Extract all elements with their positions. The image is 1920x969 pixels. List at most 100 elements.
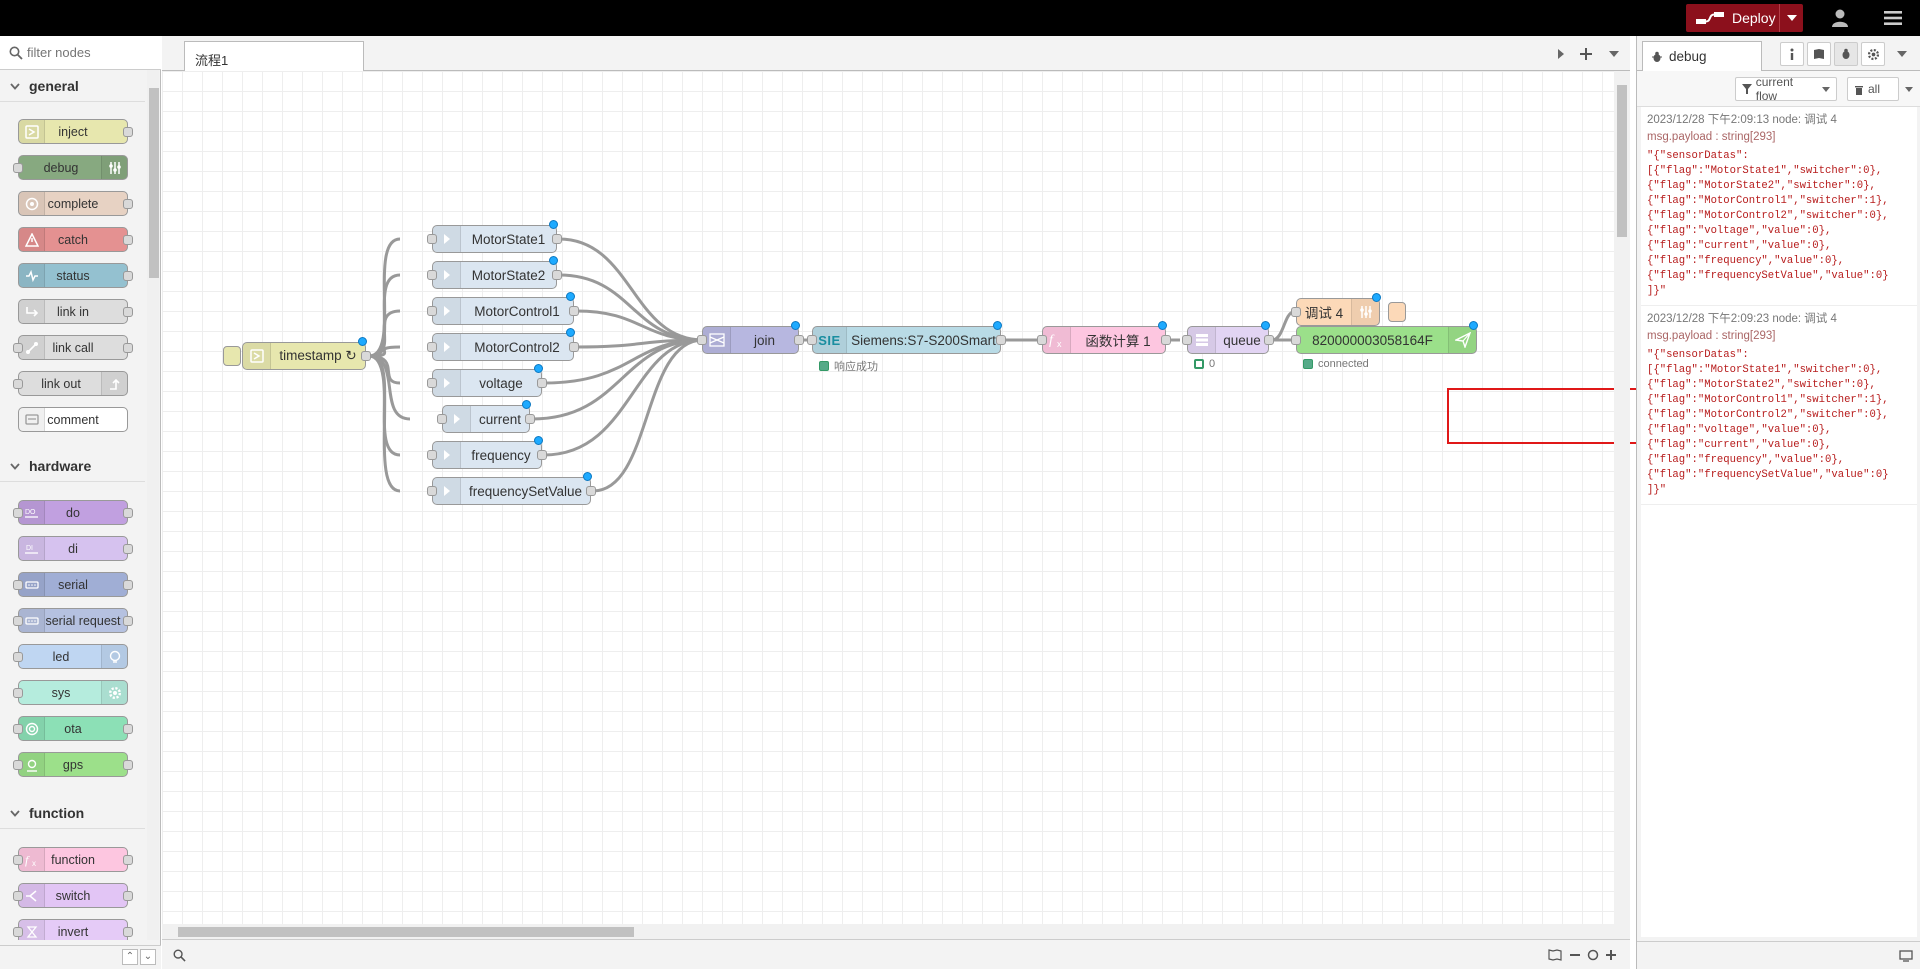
palette-node-link-call[interactable]: link call	[13, 335, 133, 360]
add-flow-icon[interactable]	[1576, 44, 1596, 64]
palette-node-led[interactable]: led	[13, 644, 128, 669]
node-frequency[interactable]: frequency	[427, 436, 547, 469]
zoom-in-icon[interactable]	[1602, 946, 1620, 964]
node-motorstate1[interactable]: MotorState1	[427, 220, 562, 253]
input-port[interactable]	[1182, 335, 1192, 345]
debug-message[interactable]: 2023/12/28 下午2:09:23 node: 调试 4 msg.payl…	[1641, 306, 1917, 505]
node-motorcontrol1[interactable]: MotorControl1	[427, 292, 579, 325]
user-icon[interactable]	[1830, 8, 1850, 28]
navigator-map-icon[interactable]	[1546, 946, 1564, 964]
input-port[interactable]	[427, 234, 437, 244]
input-port[interactable]	[1291, 307, 1301, 317]
canvas-vertical-scrollbar-thumb[interactable]	[1617, 85, 1627, 237]
node-frequencysetvalue[interactable]: frequencySetValue	[427, 472, 596, 505]
input-port[interactable]	[807, 335, 817, 345]
collapse-all-icon[interactable]: ⌃	[122, 949, 138, 965]
palette-node-debug[interactable]: debug	[13, 155, 128, 180]
monitor-icon[interactable]	[1899, 950, 1913, 962]
book-icon[interactable]	[1807, 42, 1831, 66]
palette-node-gps[interactable]: gps	[13, 752, 133, 777]
deploy-options-button[interactable]	[1779, 4, 1803, 32]
output-port[interactable]	[996, 335, 1006, 345]
output-port[interactable]	[569, 342, 579, 352]
palette-node-sys[interactable]: sys	[13, 680, 128, 705]
palette-node-link-out[interactable]: link out	[13, 371, 128, 396]
info-icon[interactable]	[1780, 42, 1804, 66]
message-payload[interactable]: "{"sensorDatas": [{"flag":"MotorState1",…	[1647, 349, 1889, 496]
output-port[interactable]	[1161, 335, 1171, 345]
canvas-vertical-scrollbar[interactable]	[1614, 71, 1630, 939]
palette-node-catch[interactable]: catch	[18, 227, 133, 252]
node-timestamp[interactable]: timestamp ↻	[242, 337, 371, 370]
node-join[interactable]: join	[697, 321, 804, 354]
debug-message[interactable]: 2023/12/28 下午2:09:13 node: 调试 4 msg.payl…	[1641, 107, 1917, 306]
canvas-horizontal-scrollbar[interactable]	[162, 924, 1614, 939]
inject-trigger-button[interactable]	[223, 346, 241, 366]
input-port[interactable]	[427, 378, 437, 388]
input-port[interactable]	[697, 335, 707, 345]
tab-debug[interactable]: debug	[1642, 41, 1762, 71]
node-motorstate2[interactable]: MotorState2	[427, 256, 562, 289]
input-port[interactable]	[437, 414, 447, 424]
palette-category-general[interactable]: general	[0, 70, 145, 102]
menu-icon[interactable]	[1883, 9, 1903, 27]
node-queue[interactable]: queue 0	[1182, 321, 1274, 370]
palette-node-switch[interactable]: switch	[13, 883, 133, 908]
output-port[interactable]	[569, 306, 579, 316]
sidebar-menu-caret-icon[interactable]	[1890, 42, 1914, 66]
node-current[interactable]: current	[437, 400, 535, 433]
clear-all-button[interactable]: all	[1847, 77, 1899, 101]
flow-list-caret-icon[interactable]	[1604, 44, 1624, 64]
input-port[interactable]	[427, 306, 437, 316]
debug-tab-icon[interactable]	[1834, 42, 1858, 66]
palette-node-complete[interactable]: complete	[18, 191, 133, 216]
node-voltage[interactable]: voltage	[427, 364, 547, 397]
output-port[interactable]	[794, 335, 804, 345]
palette-scrollbar-thumb[interactable]	[149, 88, 159, 278]
palette-node-link-in[interactable]: link in	[18, 299, 133, 324]
search-flows-icon[interactable]	[170, 946, 188, 964]
output-port[interactable]	[525, 414, 535, 424]
canvas-horizontal-scrollbar-thumb[interactable]	[178, 927, 634, 937]
caret-down-icon[interactable]	[1905, 87, 1913, 92]
palette-category-hardware[interactable]: hardware	[0, 450, 145, 482]
palette-node-invert[interactable]: invert	[13, 919, 133, 940]
input-port[interactable]	[427, 486, 437, 496]
deploy-button[interactable]: Deploy	[1686, 4, 1803, 32]
palette-node-serial[interactable]: serial	[13, 572, 133, 597]
filter-current-flow-button[interactable]: current flow	[1735, 75, 1837, 103]
output-port[interactable]	[552, 234, 562, 244]
output-port[interactable]	[537, 378, 547, 388]
debug-toggle-button[interactable]	[1388, 302, 1406, 322]
palette-node-inject[interactable]: inject	[18, 119, 133, 144]
palette-node-comment[interactable]: comment	[18, 407, 128, 432]
input-port[interactable]	[427, 450, 437, 460]
palette-search-input[interactable]	[27, 45, 147, 60]
expand-all-icon[interactable]: ⌄	[140, 949, 156, 965]
palette-scrollbar[interactable]	[147, 70, 159, 940]
zoom-reset-icon[interactable]	[1584, 946, 1602, 964]
debug-messages[interactable]: 2023/12/28 下午2:09:13 node: 调试 4 msg.payl…	[1641, 107, 1917, 937]
gear-icon[interactable]	[1861, 42, 1885, 66]
input-port[interactable]	[427, 342, 437, 352]
input-port[interactable]	[427, 270, 437, 280]
output-port[interactable]	[537, 450, 547, 460]
palette-category-function[interactable]: function	[0, 797, 145, 829]
node-motorcontrol2[interactable]: MotorControl2	[427, 328, 579, 361]
output-port[interactable]	[1264, 335, 1274, 345]
input-port[interactable]	[1037, 335, 1047, 345]
flow-canvas[interactable]: timestamp ↻ MotorState1 MotorState2 Moto…	[162, 71, 1614, 939]
palette-node-ota[interactable]: ota	[13, 716, 133, 741]
input-port[interactable]	[1291, 335, 1301, 345]
palette-node-di[interactable]: DI di	[18, 536, 133, 561]
palette-node-serial-request[interactable]: serial request	[13, 608, 133, 633]
node-mqtt-out[interactable]: 820000003058164F connected	[1291, 321, 1478, 370]
output-port[interactable]	[361, 351, 371, 361]
output-port[interactable]	[586, 486, 596, 496]
flow-tab[interactable]: 流程1	[184, 41, 364, 71]
zoom-out-icon[interactable]	[1566, 946, 1584, 964]
palette-node-status[interactable]: status	[18, 263, 133, 288]
node-debug-4[interactable]: 调试 4	[1291, 293, 1381, 326]
